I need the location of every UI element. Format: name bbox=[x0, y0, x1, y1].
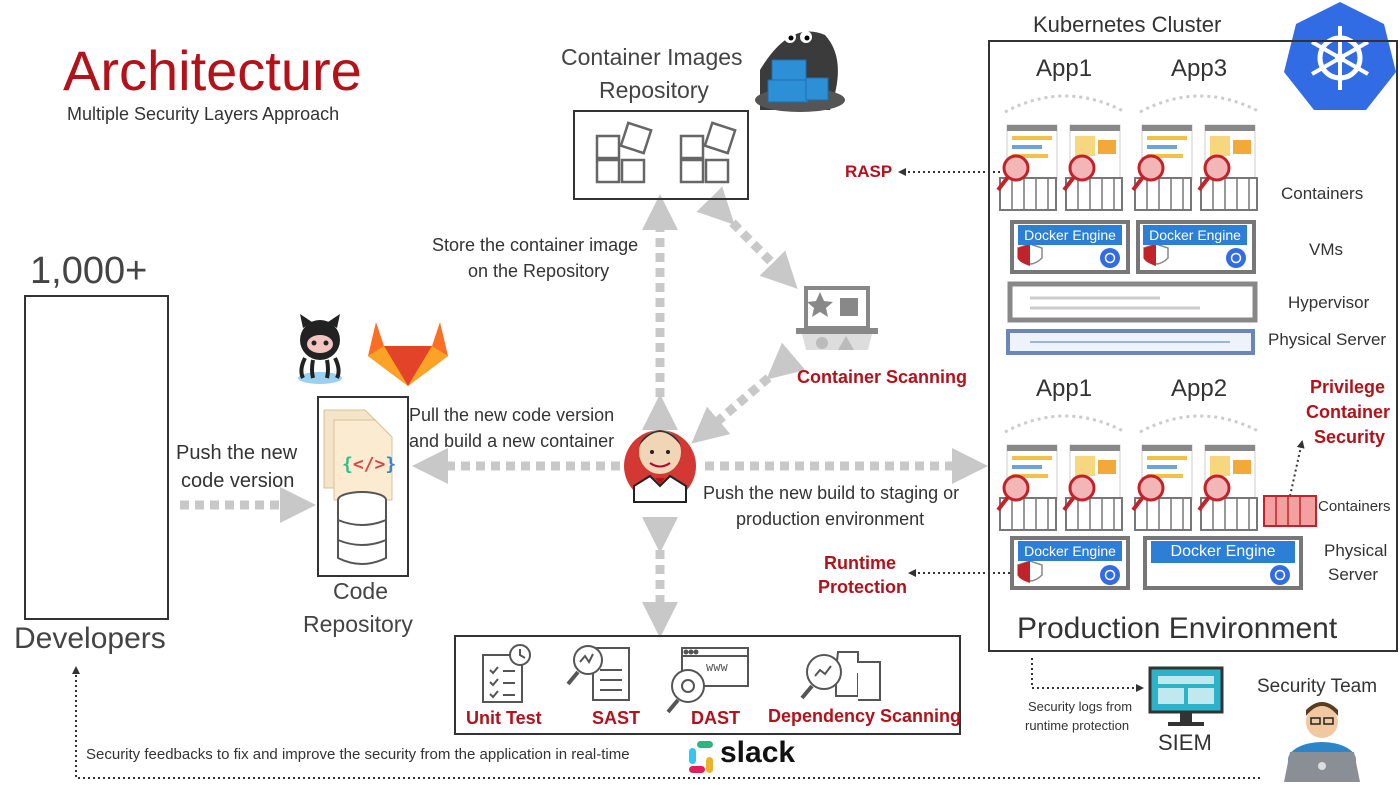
dast-icon bbox=[666, 647, 749, 714]
page-subtitle: Multiple Security Layers Approach bbox=[67, 104, 340, 124]
arrow-logs-to-siem bbox=[1031, 658, 1144, 692]
vms-label: VMs bbox=[1309, 240, 1343, 259]
page-title: Architecture bbox=[63, 39, 362, 102]
feedback-label: Security feedbacks to fix and improve th… bbox=[86, 746, 630, 763]
container-repository-box bbox=[573, 110, 749, 200]
app2-label: App2 bbox=[1171, 375, 1228, 402]
store-image-label-2: on the Repository bbox=[468, 261, 610, 281]
hypervisor-label: Hypervisor bbox=[1288, 293, 1370, 312]
container-scanning-icon bbox=[796, 286, 878, 350]
kubernetes-icon bbox=[1284, 2, 1396, 110]
privilege-label-2: Container bbox=[1306, 402, 1391, 422]
dependency-scanning-label: Dependency Scanning bbox=[768, 706, 962, 726]
svg-text:{</>}: {</>} bbox=[342, 454, 396, 475]
app-container-group bbox=[996, 124, 1123, 211]
security-team-label: Security Team bbox=[1257, 676, 1378, 697]
slack-label: slack bbox=[720, 736, 796, 769]
slack-icon bbox=[689, 741, 713, 773]
shield-icons bbox=[1017, 243, 1169, 583]
pull-build-label-2: and build a new container bbox=[409, 431, 615, 451]
sast-icon bbox=[566, 645, 630, 701]
github-icon bbox=[298, 314, 342, 384]
security-team-icon bbox=[1284, 702, 1360, 782]
registry-mascot-icon bbox=[755, 31, 845, 112]
unit-test-icon bbox=[482, 644, 531, 703]
hypervisor-bar bbox=[1007, 281, 1258, 323]
store-image-label-1: Store the container image bbox=[432, 235, 639, 255]
containers-bottom-label: Containers bbox=[1318, 498, 1391, 515]
siem-icon bbox=[1148, 666, 1224, 726]
arrow-privilege bbox=[1289, 440, 1305, 497]
arrow-repo-scanning bbox=[696, 186, 798, 289]
arrow-scanning-jenkins bbox=[691, 342, 806, 444]
physical-server-bottom-label-1: Physical bbox=[1324, 541, 1388, 560]
image-squares-icon bbox=[595, 121, 737, 184]
gitlab-icon bbox=[368, 322, 448, 386]
privilege-label-3: Security bbox=[1314, 427, 1386, 447]
production-environment-label: Production Environment bbox=[1017, 612, 1338, 645]
unit-test-label: Unit Test bbox=[466, 708, 542, 728]
docker-engine-vm-2: Docker Engine bbox=[1143, 225, 1247, 245]
code-repo-label-2: Repository bbox=[303, 611, 413, 637]
privilege-label-1: Privilege bbox=[1310, 377, 1386, 397]
physical-server-top-label: Physical Server bbox=[1268, 330, 1387, 349]
rasp-label: RASP bbox=[845, 162, 893, 181]
privileged-container-icon bbox=[1263, 495, 1317, 527]
containers-top-label: Containers bbox=[1281, 184, 1364, 203]
siem-label: SIEM bbox=[1158, 730, 1212, 755]
security-tests-box bbox=[454, 635, 961, 735]
push-code-label-1: Push the new bbox=[176, 442, 298, 464]
developers-label: Developers bbox=[14, 622, 166, 655]
container-repo-label-2: Repository bbox=[599, 77, 709, 103]
docker-engine-vm-1: Docker Engine bbox=[1018, 225, 1122, 245]
app3-label: App3 bbox=[1171, 55, 1228, 82]
physical-server-bottom-label-2: Server bbox=[1328, 565, 1379, 584]
push-code-label-2: code version bbox=[181, 470, 295, 492]
code-repo-label-1: Code bbox=[333, 578, 388, 604]
code-repository-icon: {</>} bbox=[323, 409, 396, 565]
dast-label: DAST bbox=[691, 708, 740, 728]
security-logs-label-1: Security logs from bbox=[1028, 699, 1133, 714]
cluster-title: Kubernetes Cluster bbox=[1033, 12, 1222, 37]
push-build-label-1: Push the new build to staging or bbox=[703, 483, 960, 503]
runtime-protection-label-2: Protection bbox=[818, 577, 908, 597]
runtime-protection-label-1: Runtime bbox=[824, 553, 896, 573]
dependency-scanning-icon bbox=[800, 651, 881, 701]
container-scanning-label: Container Scanning bbox=[797, 367, 968, 387]
docker-engine-server-1: Docker Engine bbox=[1018, 541, 1122, 561]
docker-engine-server-2: Docker Engine bbox=[1151, 541, 1295, 563]
pull-build-label-1: Pull the new code version bbox=[409, 405, 615, 425]
developers-count: 1,000+ bbox=[30, 250, 148, 292]
physical-server-bar bbox=[1006, 329, 1255, 355]
k8s-badge-icons bbox=[1100, 248, 1290, 585]
kubernetes-cluster-box bbox=[988, 40, 1398, 652]
code-repository-box bbox=[317, 396, 409, 577]
app1-bottom-label: App1 bbox=[1036, 375, 1093, 402]
app1-top-label: App1 bbox=[1036, 55, 1093, 82]
dast-www-text: www bbox=[706, 660, 728, 674]
developers-box bbox=[24, 295, 169, 620]
push-build-label-2: production environment bbox=[736, 509, 925, 529]
container-repo-label-1: Container Images bbox=[561, 44, 743, 70]
sast-label: SAST bbox=[592, 708, 641, 728]
security-logs-label-2: runtime protection bbox=[1025, 718, 1130, 733]
jenkins-icon bbox=[624, 430, 696, 503]
